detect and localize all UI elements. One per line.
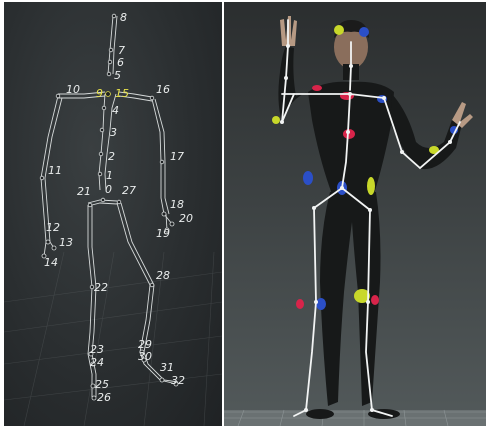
character-render-viewport[interactable] bbox=[224, 2, 486, 426]
joint-label: 31 bbox=[160, 361, 174, 374]
joint-label: 18 bbox=[170, 198, 184, 211]
joint-label: 2 bbox=[108, 150, 115, 163]
joint-label: 3 bbox=[110, 126, 117, 139]
joint-label: 4 bbox=[112, 104, 119, 117]
joint-label: 8 bbox=[120, 11, 127, 24]
floor-grid bbox=[4, 252, 222, 426]
joint-label: 30 bbox=[138, 350, 152, 363]
ground-grid bbox=[224, 410, 486, 426]
joint-label: 22 bbox=[94, 281, 108, 294]
joint-label: 25 bbox=[95, 378, 109, 391]
character-body bbox=[278, 16, 473, 419]
joint-label: 27 bbox=[122, 184, 136, 197]
joint-label: 5 bbox=[114, 69, 121, 82]
joint-label: 10 bbox=[66, 83, 80, 96]
joint-label: 24 bbox=[90, 356, 104, 369]
joint-label: 17 bbox=[170, 150, 184, 163]
joint-label: 14 bbox=[44, 256, 58, 269]
skeleton-joint-nodes bbox=[40, 14, 178, 400]
skeleton-viewport[interactable]: 8 7 6 5 10 9 15 16 4 3 2 1 11 17 21 0 27… bbox=[4, 2, 222, 426]
joint-label: 21 bbox=[77, 185, 91, 198]
joint-label-highlight: 15 bbox=[115, 87, 129, 100]
joint-label: 28 bbox=[156, 269, 170, 282]
joint-label: 13 bbox=[59, 236, 73, 249]
joint-label: 23 bbox=[90, 343, 104, 356]
joint-label-highlight: 9 bbox=[96, 87, 103, 100]
joint-label: 20 bbox=[179, 212, 193, 225]
joint-label: 1 bbox=[106, 169, 113, 182]
joint-label: 12 bbox=[46, 221, 60, 234]
joint-label: 16 bbox=[156, 83, 170, 96]
joint-label: 26 bbox=[97, 391, 111, 404]
joint-label: 11 bbox=[48, 164, 62, 177]
joint-label: 0 bbox=[105, 183, 112, 196]
joint-label: 32 bbox=[171, 374, 185, 387]
joint-label: 6 bbox=[117, 56, 124, 69]
joint-label: 19 bbox=[156, 227, 170, 240]
